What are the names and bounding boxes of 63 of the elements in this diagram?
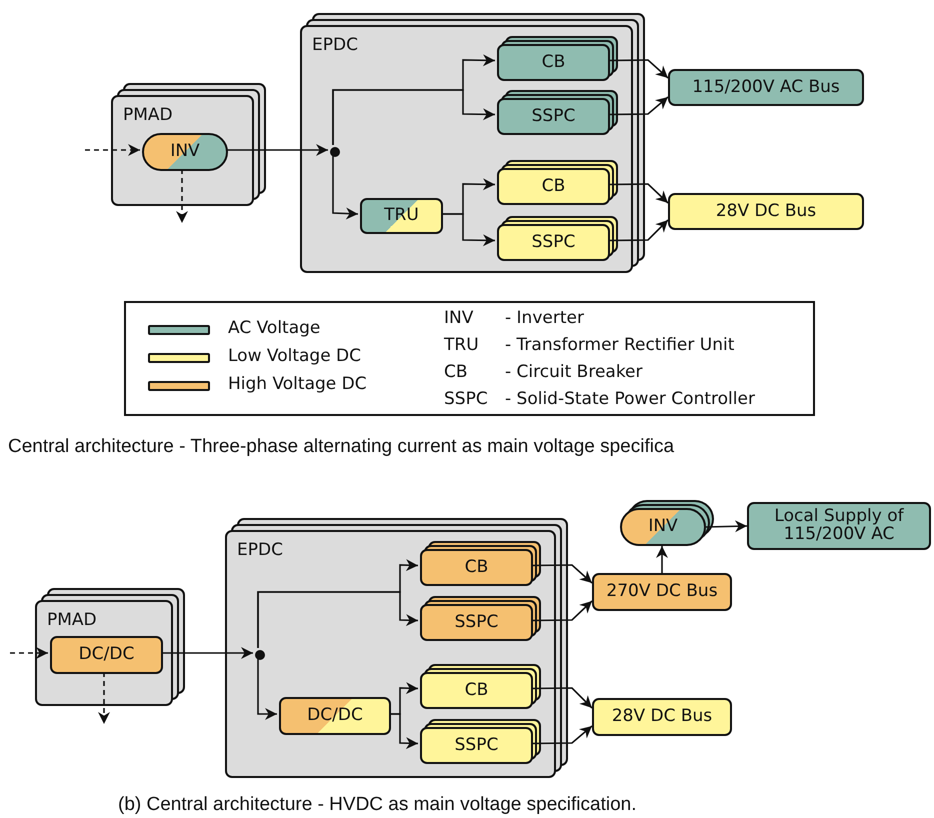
junction-dot (330, 147, 340, 157)
box-label: SSPC (532, 234, 576, 252)
panel-title: PMAD (47, 610, 97, 630)
arrow (608, 59, 669, 79)
arrow (10, 647, 48, 659)
box-label: SSPC (532, 108, 576, 126)
arrow (530, 564, 593, 584)
arrow (176, 169, 188, 223)
arrow (332, 155, 358, 220)
box-label: 28V DC Bus (612, 708, 712, 726)
box-label: CB (464, 682, 488, 700)
box-label: CB (464, 558, 488, 576)
box-label: 115/200V AC Bus (692, 78, 840, 96)
arrow (226, 144, 328, 156)
abbreviation: INV (444, 308, 474, 328)
box-label: DC/DC (78, 646, 134, 664)
abbreviation-meaning: - Inverter (505, 308, 584, 328)
box-label: CB (542, 54, 566, 72)
arrow (608, 219, 669, 242)
arrow (85, 144, 140, 156)
abbreviation: CB (444, 362, 468, 382)
component-box (592, 698, 732, 736)
arrow (530, 600, 593, 622)
abbreviation: SSPC (444, 389, 488, 409)
box-label: Local Supply of 115/200V AC (773, 508, 905, 544)
legend-text: Low Voltage DC (228, 346, 362, 366)
arrow (98, 672, 110, 724)
box-label: DC/DC (307, 707, 363, 725)
panel-title: EPDC (312, 35, 358, 55)
component-box (50, 636, 163, 674)
abbreviation: TRU (444, 335, 479, 355)
arrow (161, 647, 253, 659)
box-label: CB (542, 178, 566, 196)
arrow (257, 658, 277, 720)
panel-title: EPDC (237, 540, 283, 560)
arrow (389, 713, 418, 750)
arrow (530, 687, 593, 709)
abbreviation-meaning: - Circuit Breaker (505, 362, 643, 382)
component-box (592, 573, 732, 611)
junction-dot (255, 650, 265, 660)
arrow (608, 96, 669, 116)
panel-title: PMAD (123, 105, 173, 125)
caption: Central architecture - Three-phase alternating current as main voltage specifica (8, 436, 674, 458)
component-box (747, 502, 931, 550)
arrow (530, 725, 593, 744)
legend-text: High Voltage DC (228, 374, 367, 394)
box-label: SSPC (454, 614, 498, 632)
arrow (656, 546, 668, 573)
box-label: SSPC (454, 736, 498, 754)
component-box (668, 193, 864, 230)
box-label: 270V DC Bus (606, 583, 718, 601)
component-box (279, 697, 391, 735)
component-box (668, 69, 864, 106)
abbreviation-meaning: - Transformer Rectifier Unit (505, 335, 734, 355)
arrow (706, 520, 748, 532)
legend-text: AC Voltage (228, 318, 320, 338)
box-label: 28V DC Bus (716, 202, 816, 220)
arrow (441, 213, 496, 246)
caption: (b) Central architecture - HVDC as main voltage specification. (118, 794, 636, 816)
arrow (332, 89, 496, 145)
arrow (257, 591, 418, 648)
abbreviation-meaning: - Solid-State Power Controller (505, 389, 755, 409)
arrow (608, 183, 669, 204)
